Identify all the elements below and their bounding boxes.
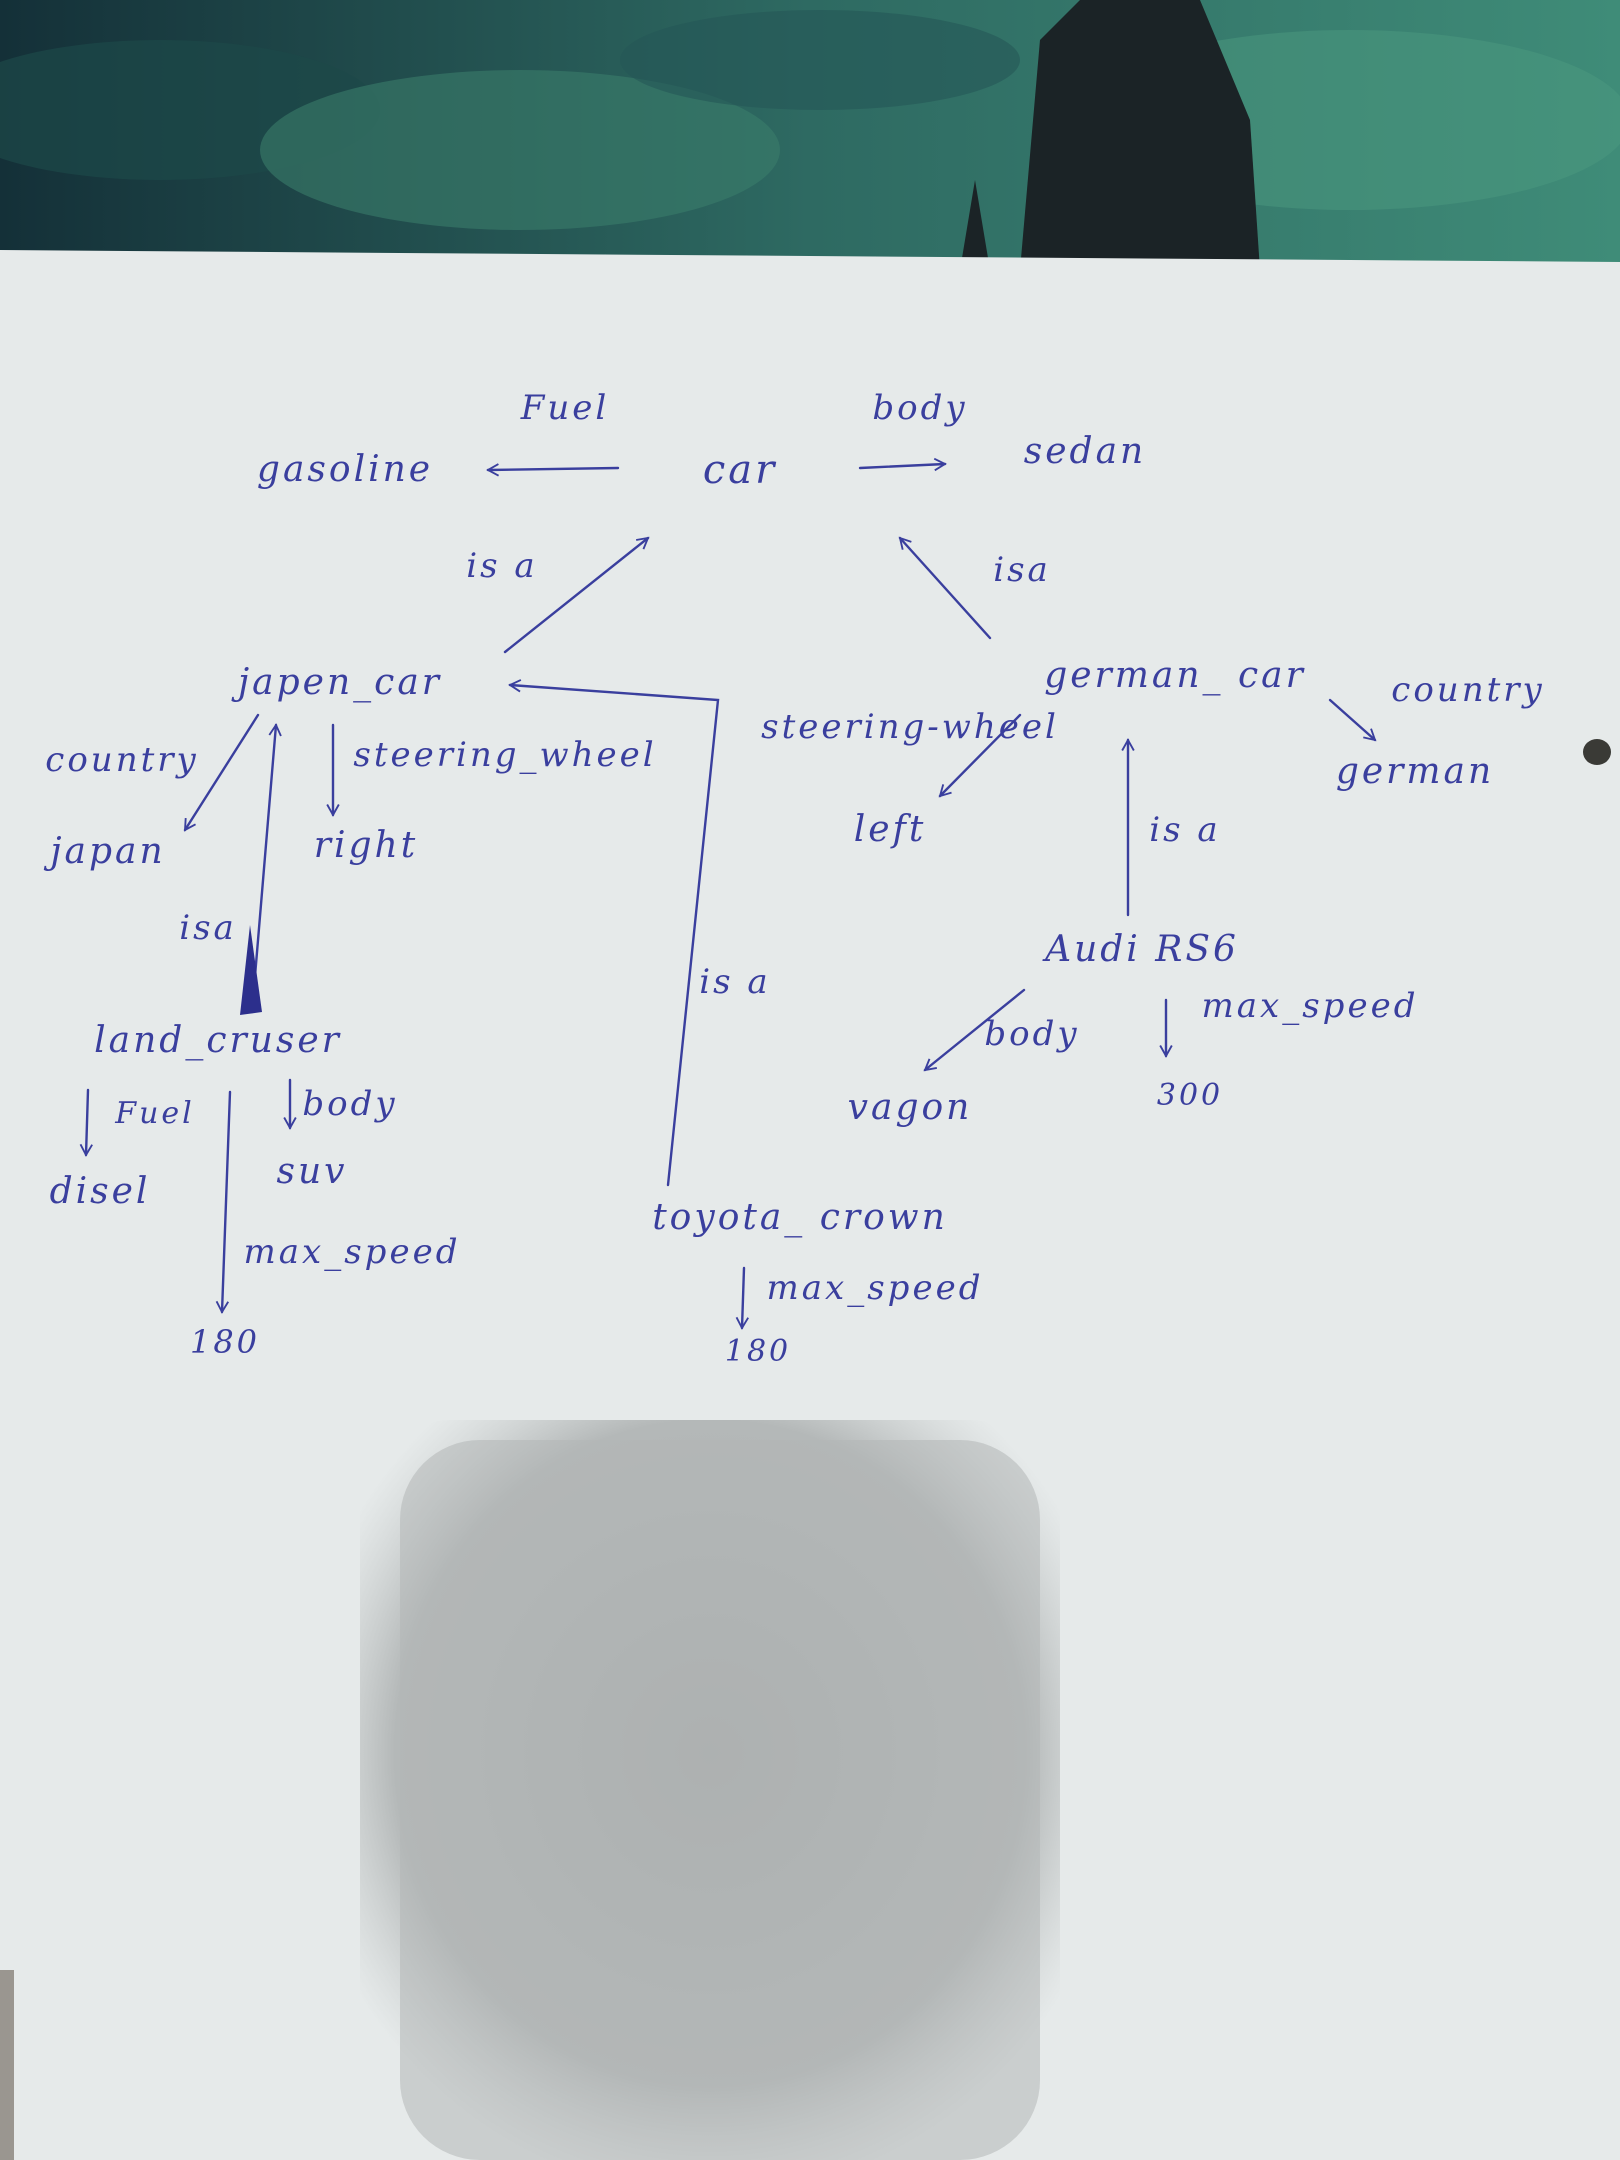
node-300: 300 (1156, 1078, 1224, 1113)
label-german-car-isa: isa (993, 550, 1051, 590)
edge-car-fuel-arrow (486, 463, 620, 477)
node-vagon: vagon (847, 1087, 973, 1128)
edge-land-cruser-fuel-arrow (79, 1088, 93, 1157)
edge-japen-car-isa-arrow (503, 536, 650, 654)
label-japen-car-country: country (45, 740, 199, 780)
label-german-car-steering: steering-wheel (761, 707, 1059, 747)
node-land-cruser: land_cruser (94, 1020, 342, 1061)
label-audi-isa: is a (1149, 810, 1221, 850)
label-toyota-isa: is a (699, 962, 771, 1002)
backdrop-fabric (0, 0, 1620, 270)
node-land-cruser-180: 180 (189, 1323, 261, 1361)
edge-german-car-steering-arrow (938, 713, 1022, 798)
label-car-body: body (872, 388, 968, 428)
label-japen-car-isa: is a (466, 546, 538, 586)
label-land-cruser-body: body (302, 1084, 398, 1124)
edge-land-cruser-isa-arrow (250, 723, 282, 1014)
node-right: right (313, 825, 419, 866)
node-japan: japan (50, 831, 166, 872)
node-sedan: sedan (1023, 431, 1147, 472)
label-toyota-max-speed: max_speed (766, 1268, 984, 1308)
edge-japen-car-country-arrow (183, 713, 260, 832)
node-german: german (1335, 751, 1495, 792)
ink-spot (1583, 739, 1611, 765)
edge-german-car-isa-arrow (898, 536, 992, 640)
node-car: car (702, 447, 778, 493)
edge-toyota-isa-arrow (508, 679, 720, 1187)
node-left: left (853, 809, 927, 850)
node-audi-rs6: Audi RS6 (1045, 929, 1239, 970)
node-gasoline: gasoline (256, 449, 434, 490)
edge-german-car-country-arrow (1328, 698, 1377, 742)
node-toyota-crown: toyota_ crown (652, 1197, 948, 1238)
label-audi-max-speed: max_speed (1201, 986, 1419, 1026)
label-german-car-country: country (1391, 670, 1545, 710)
label-japen-car-steering: steering_wheel (353, 735, 657, 775)
paper-sheet (0, 250, 1620, 2160)
edge-land-cruser-isa-inkblot (240, 925, 262, 1015)
node-german-car: german_ car (1044, 655, 1306, 696)
node-toyota-180: 180 (724, 1334, 792, 1369)
node-suv: suv (276, 1151, 348, 1192)
node-disel: disel (49, 1171, 151, 1212)
edge-toyota-max-speed-arrow (735, 1266, 749, 1330)
label-audi-body: body (984, 1014, 1080, 1054)
edge-land-cruser-max-speed-arrow (215, 1090, 232, 1314)
edge-car-body-arrow (858, 457, 947, 472)
edge-audi-body-arrow (923, 988, 1026, 1072)
label-land-cruser-fuel: Fuel (115, 1096, 195, 1131)
node-japen-car: japen_car (238, 662, 442, 703)
label-land-cruser-isa: isa (179, 908, 237, 948)
label-car-fuel: Fuel (520, 388, 610, 428)
label-land-cruser-max-speed: max_speed (243, 1232, 461, 1272)
